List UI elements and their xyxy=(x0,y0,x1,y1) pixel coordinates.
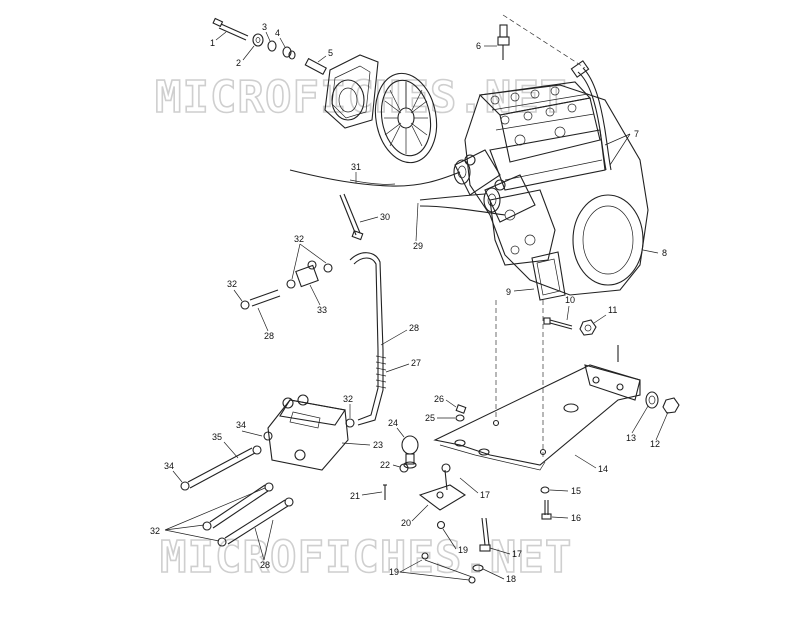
callout-14: 14 xyxy=(598,464,608,474)
plug-to-wire-axis xyxy=(502,14,586,69)
carburetors xyxy=(453,149,536,223)
nut-11 xyxy=(579,319,597,336)
nut-18 xyxy=(424,559,484,578)
washer-15 xyxy=(540,486,550,494)
callout-32-bottom: 32 xyxy=(150,526,160,536)
fuel-fitting-33 xyxy=(286,260,333,289)
callout-1: 1 xyxy=(210,38,215,48)
washer-19a xyxy=(436,520,446,530)
callout-24: 24 xyxy=(388,418,398,428)
oil-line-29 xyxy=(419,205,506,216)
callout-16: 16 xyxy=(571,513,581,523)
callout-9: 9 xyxy=(506,287,511,297)
callout-10: 10 xyxy=(565,295,575,305)
callout-19-upper: 19 xyxy=(458,545,468,555)
oil-filter-element xyxy=(531,251,566,301)
washer-3 xyxy=(267,40,277,52)
callout-28-right: 28 xyxy=(409,323,419,333)
washer-4 xyxy=(282,46,296,60)
callout-13: 13 xyxy=(626,433,636,443)
mount-damper-13 xyxy=(645,391,659,409)
callout-32-right: 32 xyxy=(343,394,353,404)
spark-plug xyxy=(497,24,510,60)
hose-35 xyxy=(180,445,262,491)
callout-15: 15 xyxy=(571,486,581,496)
washer-19b xyxy=(421,552,429,560)
spacer-pin-5 xyxy=(304,57,327,75)
hoses-28-lower xyxy=(202,482,294,547)
callout-12: 12 xyxy=(650,439,660,449)
callout-32-top: 32 xyxy=(294,234,304,244)
callout-31: 31 xyxy=(351,162,361,172)
callout-8: 8 xyxy=(662,248,667,258)
nut-12 xyxy=(662,397,680,414)
callout-23: 23 xyxy=(373,440,383,450)
callout-28-left: 28 xyxy=(264,331,274,341)
callout-35: 35 xyxy=(212,432,222,442)
bolt-10 xyxy=(543,317,573,330)
callout-17-upper: 17 xyxy=(480,490,490,500)
callout-25: 25 xyxy=(425,413,435,423)
oil-tank xyxy=(263,394,355,471)
callout-18: 18 xyxy=(506,574,516,584)
callout-26: 26 xyxy=(434,394,444,404)
engine-mount-plate xyxy=(433,345,641,471)
callout-6: 6 xyxy=(476,41,481,51)
callout-2: 2 xyxy=(236,58,241,68)
washer-25 xyxy=(455,414,465,422)
washer-2 xyxy=(252,33,264,47)
throttle-cable-sleeve xyxy=(349,179,396,185)
screw-30 xyxy=(339,193,364,241)
callout-30: 30 xyxy=(380,212,390,222)
watermark-bottom: MICROFICHES.NET xyxy=(160,532,572,583)
callout-21: 21 xyxy=(350,491,360,501)
callout-labels: 1 2 3 4 5 6 7 8 9 10 11 12 13 14 15 16 1… xyxy=(150,22,669,584)
callout-20: 20 xyxy=(401,518,411,528)
clip-26 xyxy=(455,404,467,414)
callout-17-lower: 17 xyxy=(512,549,522,559)
callout-7: 7 xyxy=(634,129,639,139)
callout-28-bottom: 28 xyxy=(260,560,270,570)
callout-19-lower: 19 xyxy=(389,567,399,577)
engine-assembly xyxy=(464,81,649,296)
callout-5: 5 xyxy=(328,48,333,58)
callout-32-left: 32 xyxy=(227,279,237,289)
fuel-hose-28-short xyxy=(240,289,281,310)
callout-34-upper: 34 xyxy=(236,420,246,430)
fuel-line-long xyxy=(349,252,387,426)
watermark-top: MICROFICHES.NET xyxy=(155,72,567,123)
mounting-bolt xyxy=(212,17,249,41)
spark-plug-wire xyxy=(570,60,612,171)
pin-21 xyxy=(383,484,387,500)
drive-clutch xyxy=(324,54,438,164)
callout-4: 4 xyxy=(275,28,280,38)
callout-3: 3 xyxy=(262,22,267,32)
fitting-22 xyxy=(399,463,409,473)
callout-22: 22 xyxy=(380,460,390,470)
callout-11: 11 xyxy=(608,305,617,315)
bolt-16 xyxy=(541,500,552,520)
choke-cable xyxy=(419,193,486,201)
grommet-24 xyxy=(401,435,419,469)
throttle-cable xyxy=(289,169,461,187)
callout-29: 29 xyxy=(413,241,423,251)
bracket-20 xyxy=(418,463,467,511)
callout-34-lower: 34 xyxy=(164,461,174,471)
callout-33: 33 xyxy=(317,305,327,315)
callout-27: 27 xyxy=(411,358,421,368)
